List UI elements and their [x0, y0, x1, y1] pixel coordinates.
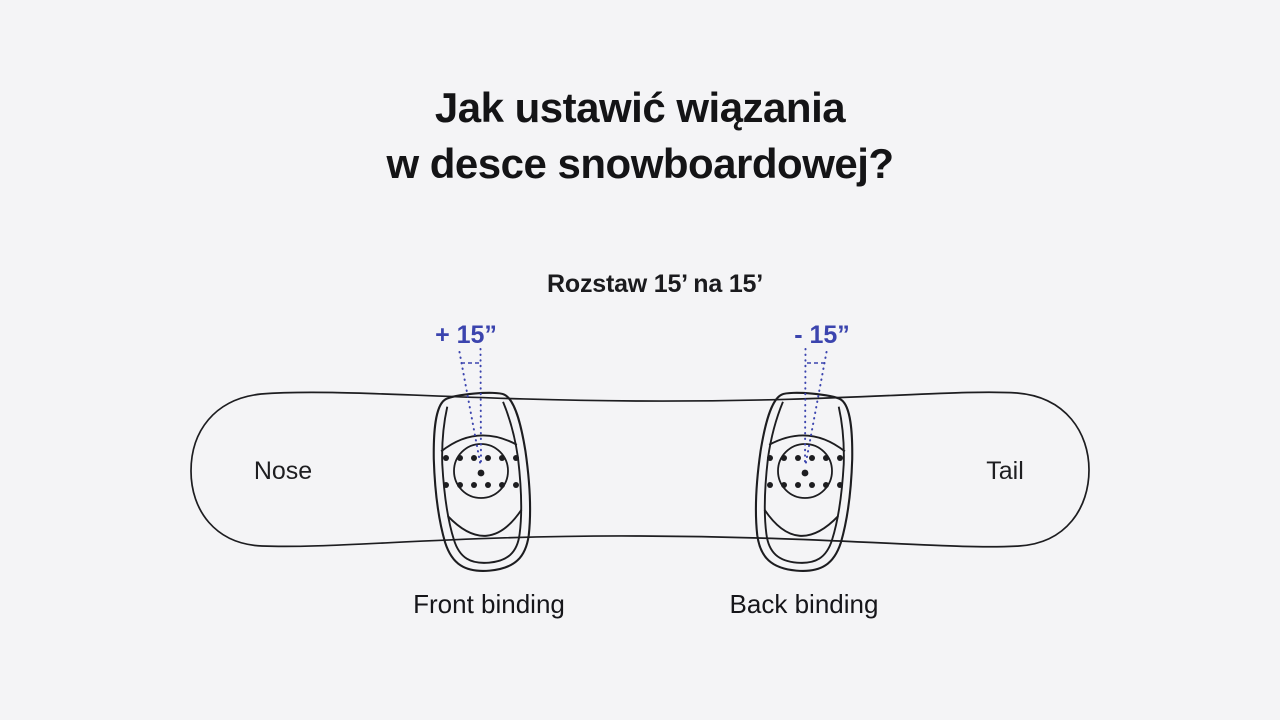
front-binding-disc	[442, 443, 520, 499]
back-binding-outline	[748, 388, 860, 576]
back-binding-name-label: Back binding	[729, 589, 879, 619]
snowboard-outline	[190, 391, 1090, 548]
back-binding-disc	[766, 443, 844, 499]
front-angle-guides	[458, 348, 482, 466]
back-binding-angle-label: - 15”	[794, 321, 850, 349]
front-binding-outline	[426, 388, 538, 576]
page-title-line1: Jak ustawić wiązania	[434, 84, 846, 131]
page-title: Jak ustawić wiązania w desce snowboardow…	[0, 80, 1280, 192]
nose-label: Nose	[253, 457, 313, 485]
page-title-line2: w desce snowboardowej?	[386, 140, 894, 187]
front-binding-angle-label: + 15”	[435, 321, 497, 349]
stance-width-subtitle: Rozstaw 15’ na 15’	[547, 270, 763, 298]
front-binding-name-label: Front binding	[413, 589, 565, 619]
tail-label: Tail	[986, 457, 1024, 485]
back-angle-guides	[804, 348, 828, 466]
